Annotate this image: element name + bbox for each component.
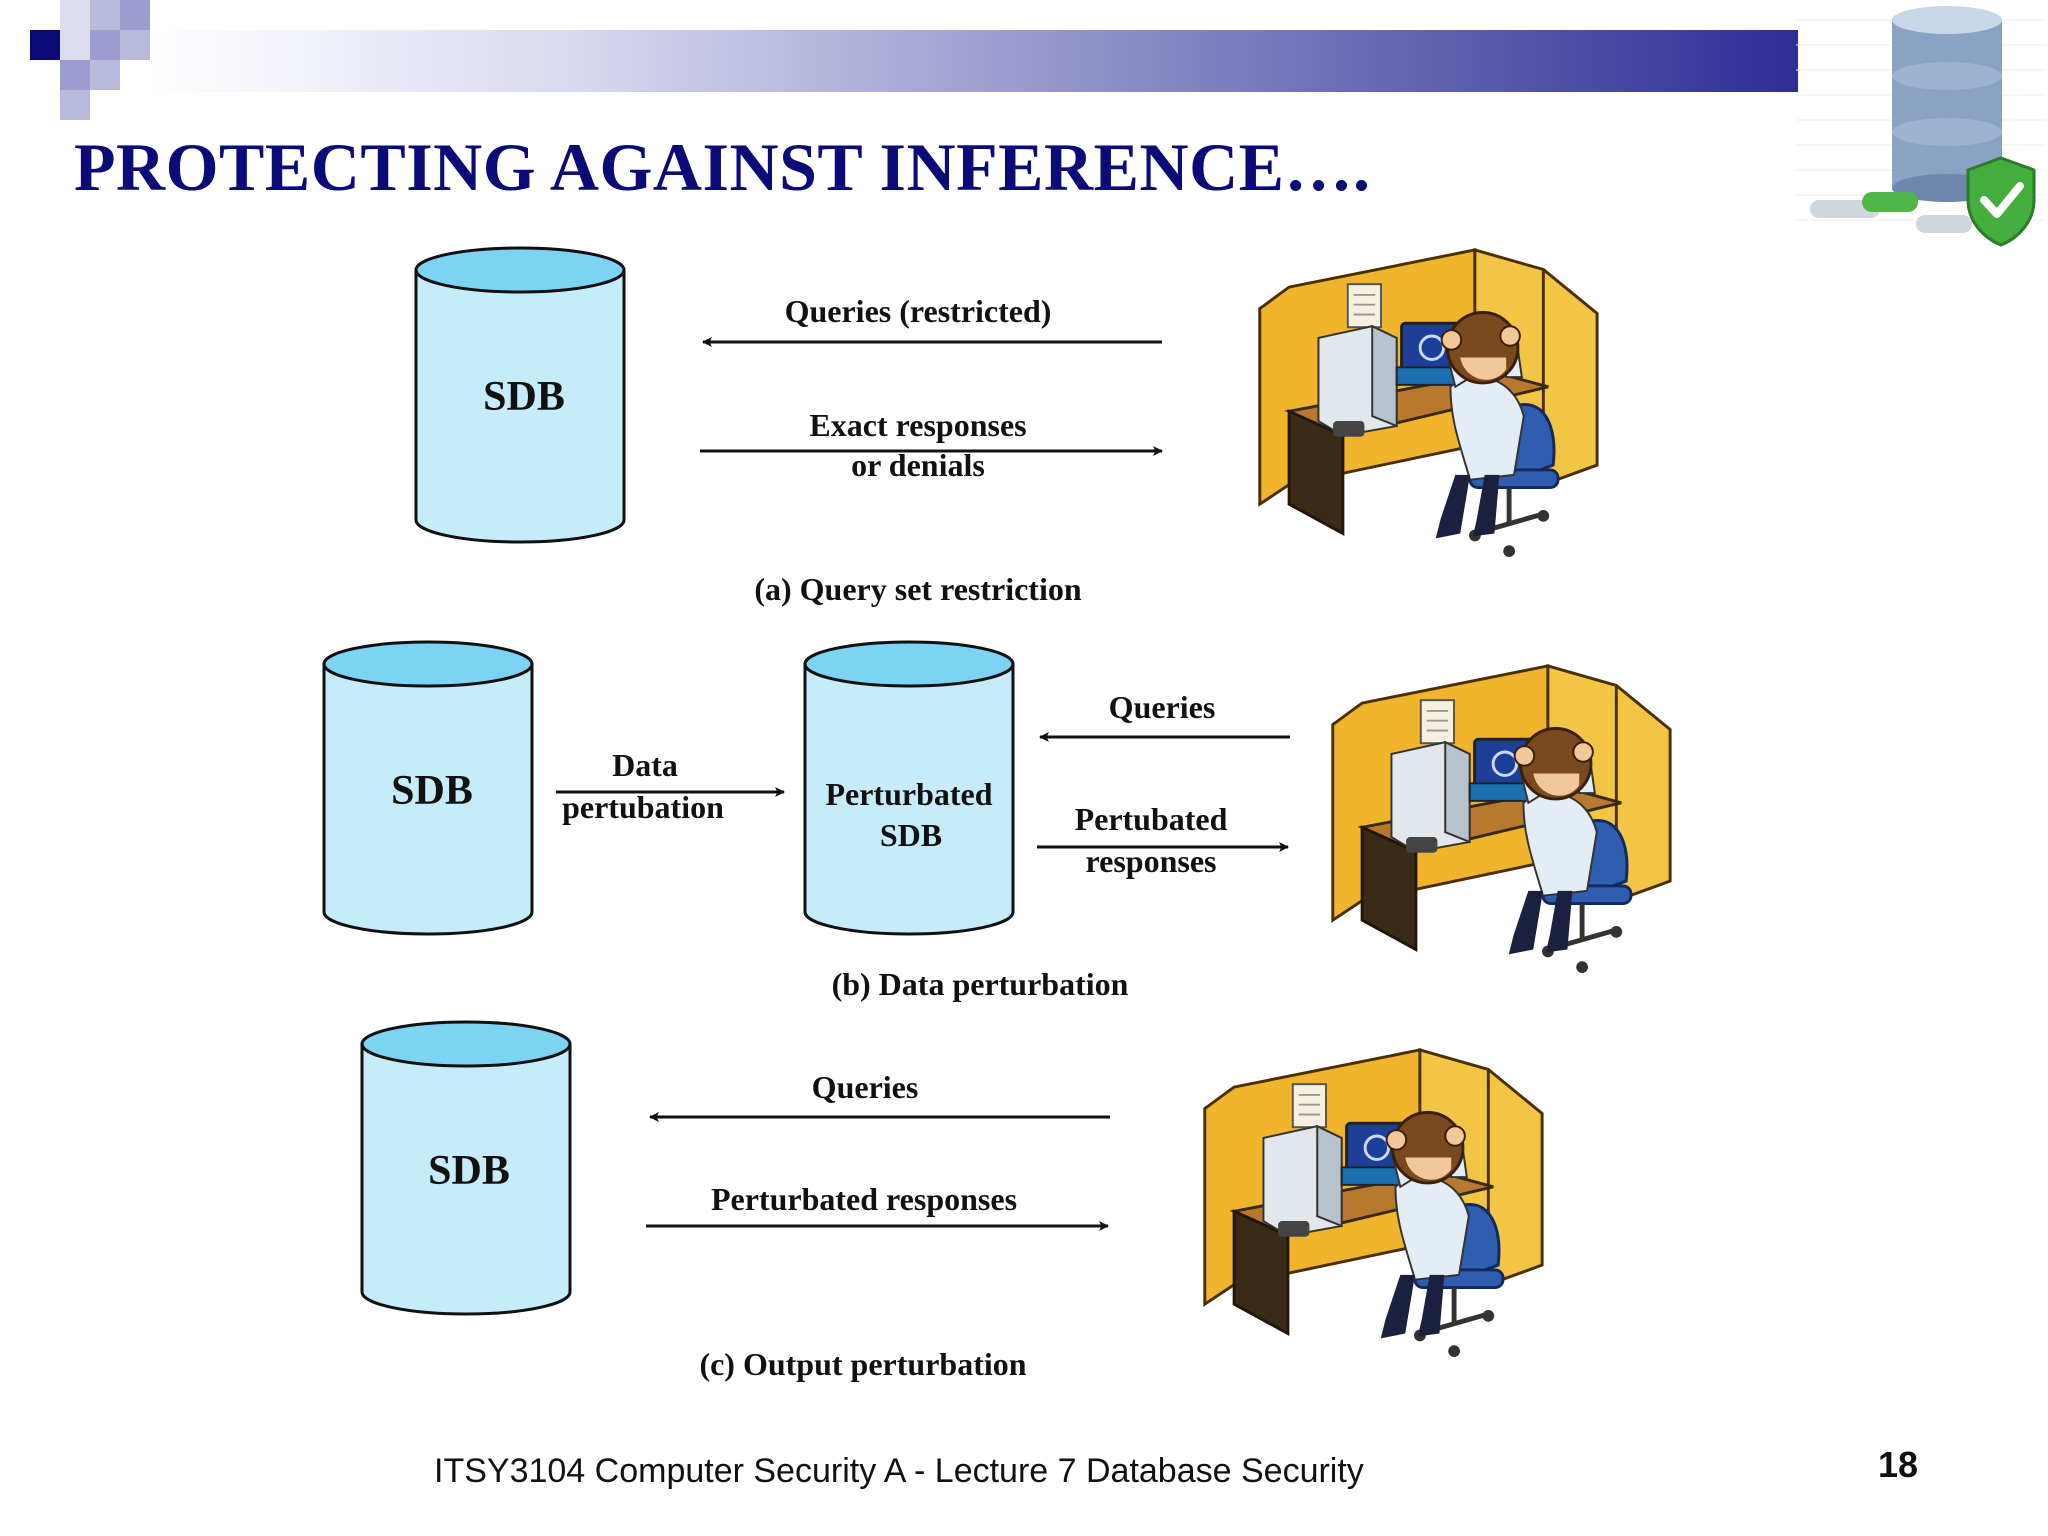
pertubation-label: pertubation	[562, 789, 724, 825]
user-cubicle-illustration-b	[1333, 666, 1670, 973]
or-denials-label: or denials	[851, 447, 985, 483]
perturbated-sdb-cylinder: Perturbated SDB	[803, 640, 1015, 936]
caption-c: (c) Output perturbation	[699, 1346, 1026, 1382]
sdb-label-a: SDB	[483, 374, 565, 420]
slide-title: PROTECTING AGAINST INFERENCE….	[74, 129, 1371, 205]
queries-label-c: Queries	[812, 1069, 919, 1105]
perturbated-responses-label: Perturbated responses	[711, 1181, 1017, 1217]
inference-protection-diagram: SDB Queries (restricted) Exact responses…	[322, 246, 2048, 1382]
sdb-cylinder-a: SDB	[414, 246, 626, 544]
exact-responses-label: Exact responses	[809, 407, 1026, 443]
sdb-cylinder-c: SDB	[360, 1020, 572, 1316]
queries-restricted-label: Queries (restricted)	[785, 293, 1052, 329]
database-security-logo	[1796, 6, 2046, 247]
sdb-label-c: SDB	[428, 1148, 510, 1194]
sdb-cylinder-b: SDB	[322, 640, 534, 936]
perturbated-sdb-label: SDB	[880, 817, 942, 853]
caption-b: (b) Data perturbation	[832, 966, 1129, 1002]
perturbated-label: Perturbated	[825, 776, 992, 812]
queries-label-b: Queries	[1109, 689, 1216, 725]
pertubated-label: Pertubated	[1075, 801, 1228, 837]
page-number: 18	[1878, 1444, 1919, 1485]
user-cubicle-illustration-a	[1260, 250, 1597, 557]
caption-a: (a) Query set restriction	[754, 571, 1082, 607]
header-square-dark	[30, 30, 60, 60]
slide-footer: ITSY3104 Computer Security A - Lecture 7…	[434, 1452, 1364, 1490]
header-decoration	[30, 0, 1798, 120]
user-cubicle-illustration-c	[1205, 1050, 1542, 1357]
diagram-a: SDB Queries (restricted) Exact responses…	[414, 246, 1597, 607]
data-label: Data	[612, 747, 678, 783]
diagram-b: SDB Data pertubation Perturbated SDB Que…	[322, 640, 1670, 1002]
diagram-c: SDB Queries Perturbated responses (c) Ou…	[360, 1020, 1542, 1382]
sdb-label-b: SDB	[391, 768, 473, 814]
responses-label-b: responses	[1086, 843, 1217, 879]
